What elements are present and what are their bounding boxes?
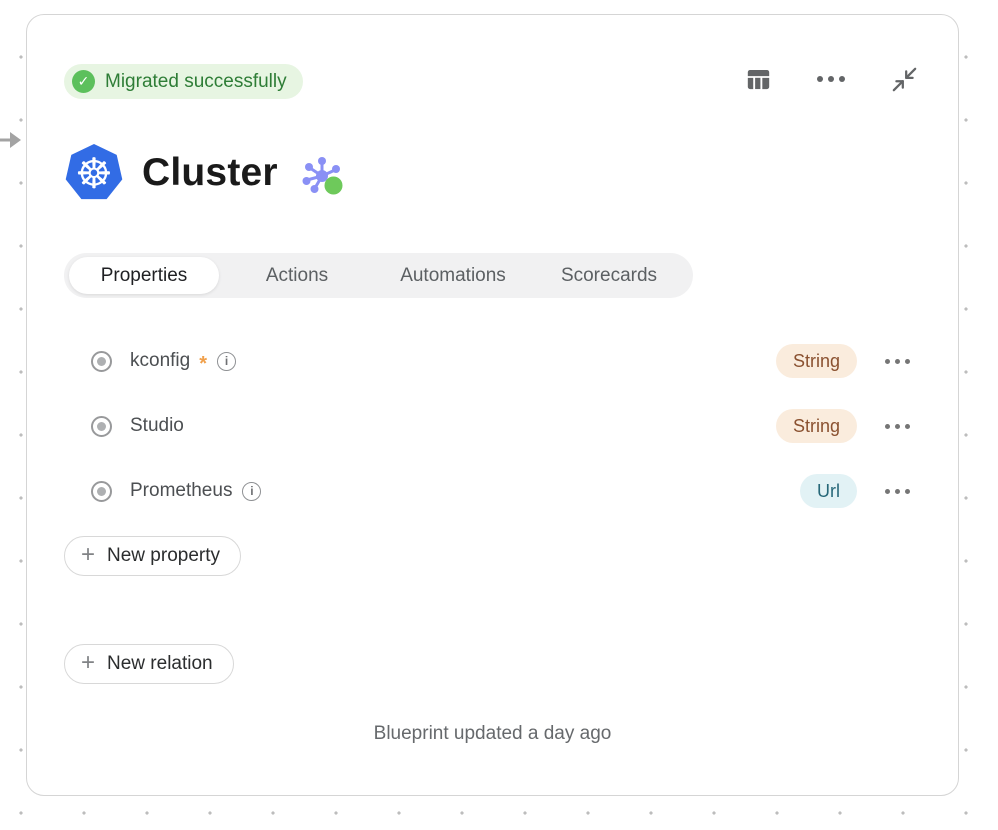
tab-properties[interactable]: Properties — [69, 257, 219, 294]
card-toolbar — [744, 65, 918, 93]
property-name: kconfig — [130, 350, 191, 371]
blueprint-node-card: ✓ Migrated successfully — [26, 14, 959, 796]
tab-automations[interactable]: Automations — [375, 257, 531, 294]
more-icon[interactable] — [817, 65, 845, 93]
property-menu-button[interactable] — [885, 420, 915, 433]
property-radio-icon — [91, 480, 112, 502]
property-list: kconfig * i String Studio * i String Pro… — [27, 344, 958, 539]
property-name: Studio — [130, 415, 184, 436]
property-row: Prometheus * i Url — [27, 474, 958, 508]
property-menu-button[interactable] — [885, 485, 915, 498]
collapse-icon[interactable] — [890, 65, 918, 93]
kubernetes-icon: ☸ — [65, 144, 123, 202]
property-type-badge: String — [775, 409, 857, 443]
tab-scorecards[interactable]: Scorecards — [531, 257, 687, 294]
blueprint-updated-text: Blueprint updated a day ago — [373, 723, 612, 744]
table-columns-icon[interactable] — [744, 65, 772, 93]
property-radio-icon — [91, 415, 112, 437]
property-type-badge: Url — [800, 474, 857, 508]
property-row: kconfig * i String — [27, 344, 958, 378]
property-row: Studio * i String — [27, 409, 958, 443]
required-asterisk-icon: * — [199, 352, 207, 375]
plus-icon: + — [81, 541, 96, 568]
info-icon: i — [242, 481, 262, 501]
status-badge: ✓ Migrated successfully — [64, 64, 303, 99]
property-name: Prometheus — [130, 480, 233, 501]
card-header: ☸ Cluster — [65, 144, 346, 202]
status-badge-label: Migrated successfully — [105, 70, 287, 92]
tab-actions[interactable]: Actions — [219, 257, 375, 294]
incoming-edge-arrow — [0, 132, 21, 148]
new-property-button[interactable]: + New property — [64, 536, 242, 576]
plus-icon: + — [81, 649, 96, 676]
kubernetes-helm-glyph: ☸ — [75, 149, 113, 198]
info-icon: i — [217, 351, 236, 371]
new-relation-button[interactable]: + New relation — [64, 644, 234, 684]
property-menu-button[interactable] — [885, 355, 915, 368]
property-radio-icon — [91, 350, 112, 372]
tab-bar: Properties Actions Automations Scorecard… — [64, 253, 693, 298]
graph-icon — [302, 157, 343, 195]
check-circle-icon: ✓ — [72, 70, 95, 93]
property-type-badge: String — [775, 344, 857, 378]
page-title: Cluster — [142, 151, 278, 194]
